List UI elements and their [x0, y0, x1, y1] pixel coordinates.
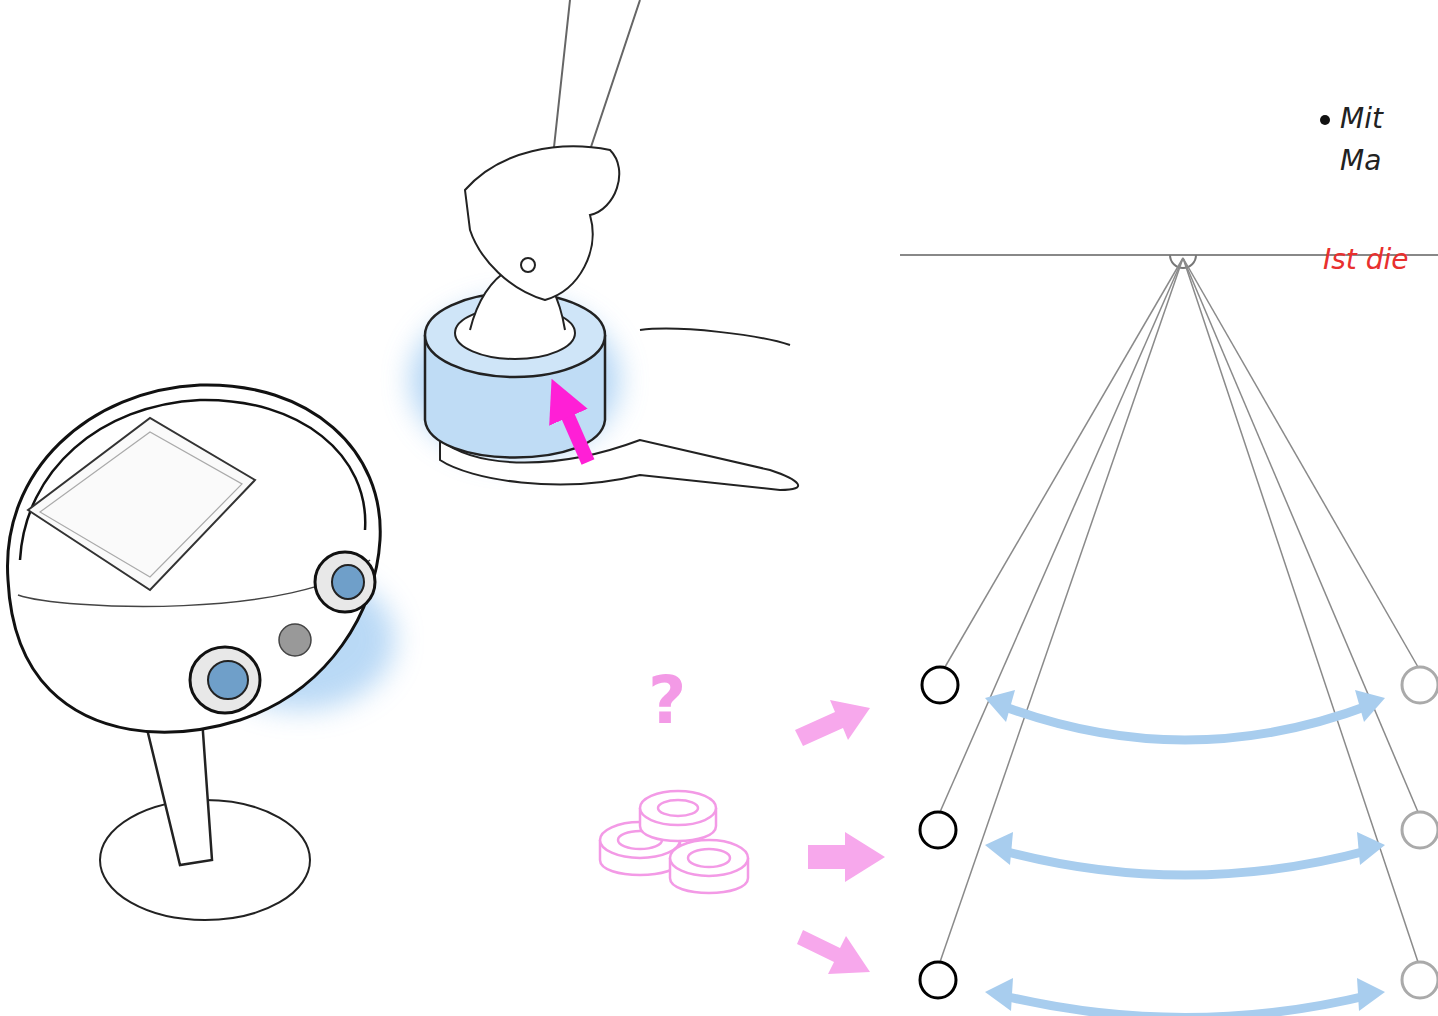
- mystery-weights: [600, 791, 748, 893]
- question-mark: ?: [648, 668, 718, 734]
- sensor-device: [8, 385, 395, 920]
- pink-arrows: [795, 700, 885, 974]
- question-text: Ist die: [1323, 243, 1435, 277]
- bullet-dot: [1320, 115, 1330, 125]
- hand-with-weight: [410, 0, 798, 490]
- pendulum: [900, 255, 1438, 1016]
- bullet-text: Mit Ma: [1340, 98, 1412, 182]
